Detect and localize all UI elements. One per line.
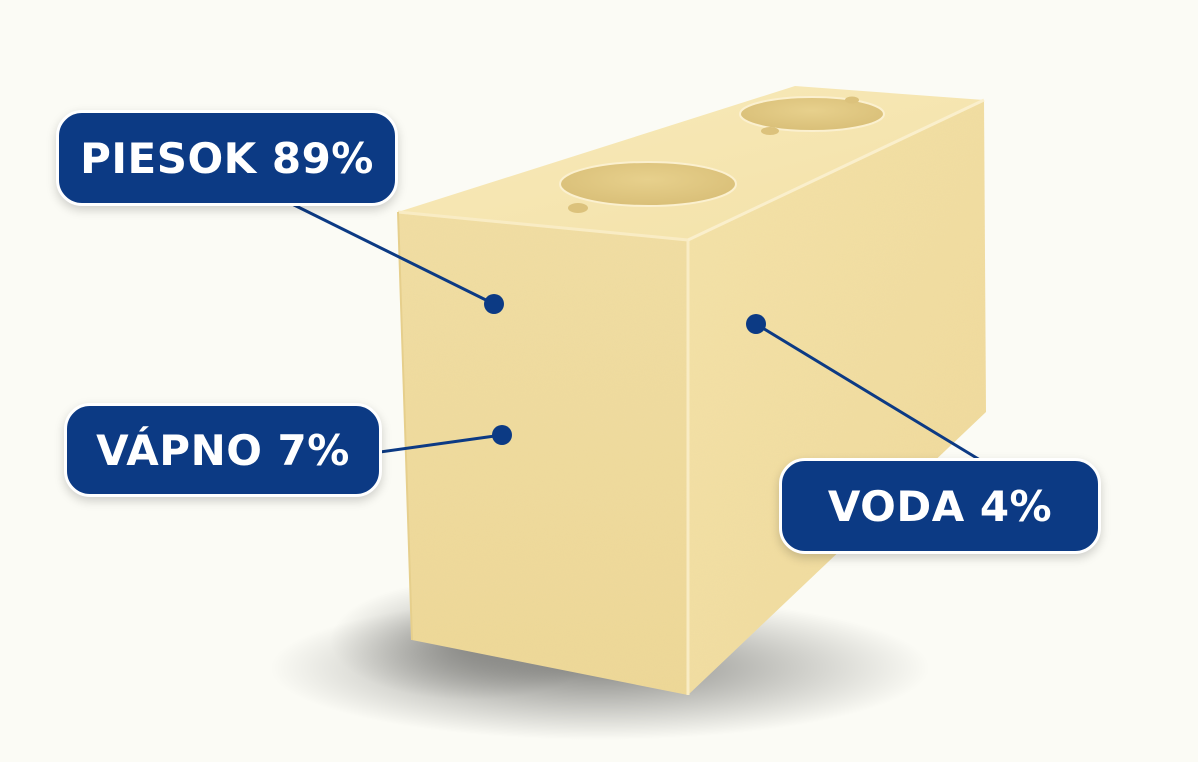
marker-dot-piesok (484, 294, 504, 314)
brick-hole-large-2-rim (739, 96, 885, 132)
leader-line-vapno (379, 433, 503, 454)
brick-edge-top-side (687, 98, 985, 242)
callout-voda-label: VODA 4% (827, 481, 1053, 531)
marker-dot-vapno (492, 425, 512, 445)
brick-edge-top-front (397, 210, 689, 242)
callout-piesok-label: PIESOK 89% (80, 133, 374, 183)
brick-hole-large-1-rim (559, 161, 737, 207)
marker-dot-voda (746, 314, 766, 334)
brick-hole-large-2 (740, 97, 884, 131)
callout-voda: VODA 4% (779, 458, 1101, 554)
callout-vapno-label: VÁPNO 7% (96, 425, 350, 475)
brick-hole-small-1 (568, 203, 588, 213)
brick-hole-small-3 (845, 96, 859, 104)
leader-line-piesok (289, 201, 495, 306)
leader-line-voda (755, 322, 981, 462)
callout-vapno: VÁPNO 7% (64, 403, 382, 497)
brick-front-texture (398, 212, 688, 695)
brick-edge-front-left (397, 211, 413, 641)
brick-side-texture (688, 100, 986, 695)
brick-hole-large-1 (560, 162, 736, 206)
callout-piesok: PIESOK 89% (56, 110, 398, 206)
brick-hole-small-2 (761, 127, 779, 135)
